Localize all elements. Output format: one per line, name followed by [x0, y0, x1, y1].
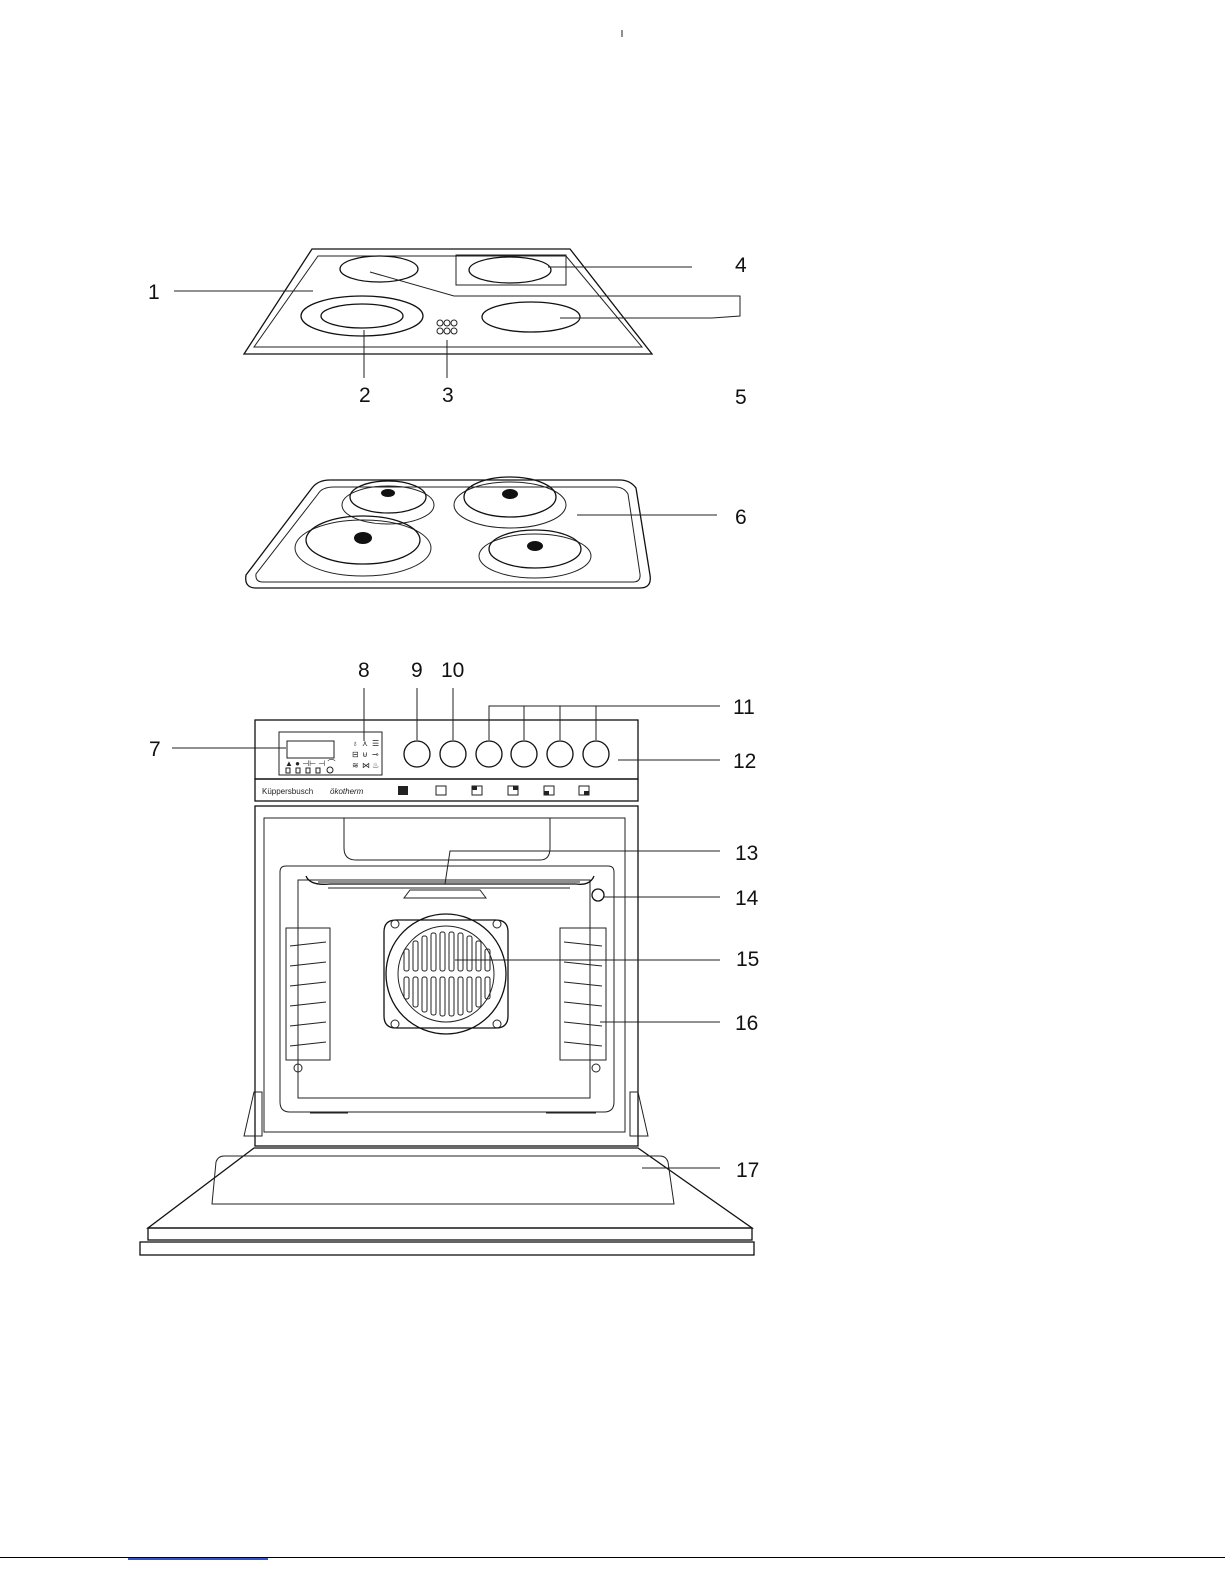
temperature-knob[interactable] [440, 741, 466, 767]
residual-heat-indicator-icon [437, 320, 457, 334]
clock-symbols: ▲ ● ⊣⊢ ⊣ ⌒ [285, 759, 336, 768]
label-6: 6 [735, 506, 747, 529]
cooking-zone-front-left-inner [321, 304, 403, 328]
cooking-zone-front-left-outer [301, 296, 423, 336]
top-heat-icon: ☰ [372, 739, 379, 748]
fan-cover [384, 914, 508, 1034]
clock-display [287, 741, 334, 758]
label-12: 12 [733, 750, 756, 773]
zone-frame [456, 255, 566, 285]
hob-knob-4[interactable] [583, 741, 609, 767]
label-7: 7 [149, 738, 161, 761]
oven-lamp [592, 889, 604, 901]
lamp-icon: ♁ [352, 739, 358, 748]
hinge-left [244, 1092, 262, 1136]
oven-door[interactable] [148, 1148, 752, 1228]
hotplate-hob [246, 477, 717, 588]
hob-knob-3[interactable] [547, 741, 573, 767]
model-name: ökotherm [330, 787, 364, 796]
hob-position-icons [398, 786, 589, 795]
side-rails-left [286, 928, 330, 1072]
control-panel [255, 720, 638, 779]
brand-name: Küppersbusch [262, 787, 313, 796]
svg-text:♨: ♨ [372, 761, 379, 770]
side-rails-right[interactable] [560, 928, 606, 1072]
fan-icon: ⋏ [362, 739, 368, 748]
label-8: 8 [358, 659, 370, 682]
label-3: 3 [442, 384, 454, 407]
oven: ▲ ● ⊣⊢ ⊣ ⌒ ♁ ⋏ ☰ ⊟ ⊍ ⊸ ≋ ⋈ ♨ Küppersbusc… [140, 688, 754, 1255]
label-15: 15 [736, 948, 759, 971]
label-9: 9 [411, 659, 423, 682]
defrost-icon: ⊸ [372, 750, 379, 759]
ceramic-hob [174, 249, 740, 378]
label-4: 4 [735, 254, 747, 277]
footer-link-underline [128, 1558, 268, 1560]
oven-cavity-frame [255, 806, 638, 1146]
label-2: 2 [359, 384, 371, 407]
bottom-heat-icon: ⊟ [352, 750, 359, 759]
cooking-zone-rear-left [340, 256, 418, 282]
cooking-zone-rear-right [469, 257, 551, 283]
function-selector-knob[interactable] [404, 741, 430, 767]
label-13: 13 [735, 842, 758, 865]
hob-knob-1[interactable] [476, 741, 502, 767]
label-1: 1 [148, 281, 160, 304]
grill-icon: ⊍ [362, 750, 368, 759]
cooking-zone-front-right [482, 302, 580, 332]
function-symbols: ♁ ⋏ ☰ ⊟ ⊍ ⊸ ≋ ⋈ ♨ [352, 739, 379, 770]
label-16: 16 [735, 1012, 758, 1035]
hinge-right [630, 1092, 648, 1136]
label-5: 5 [735, 386, 747, 409]
svg-text:⋈: ⋈ [362, 761, 370, 770]
door-glass [212, 1156, 674, 1204]
label-11: 11 [733, 696, 755, 719]
label-10: 10 [441, 659, 464, 682]
label-14: 14 [735, 887, 759, 910]
hob-knob-2[interactable] [511, 741, 537, 767]
label-17: 17 [736, 1159, 759, 1182]
svg-text:≋: ≋ [352, 761, 359, 770]
